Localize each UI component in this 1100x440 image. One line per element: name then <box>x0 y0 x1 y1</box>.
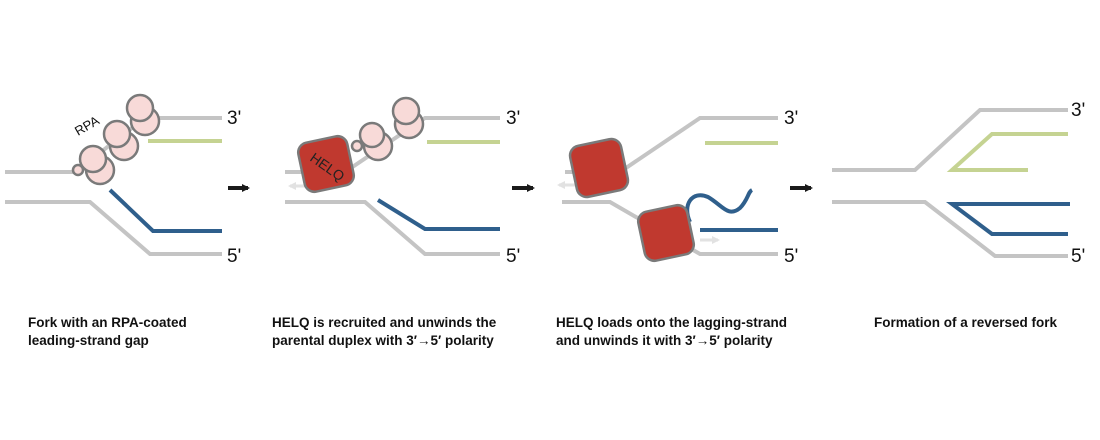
caption-panel-4: Formation of a reversed fork <box>874 314 1057 332</box>
lagging-strand <box>108 188 222 233</box>
rpa-cluster <box>350 96 425 162</box>
caption-line: leading-strand gap <box>28 333 149 348</box>
five-prime-label: 5' <box>506 246 520 267</box>
leading-strand <box>946 132 1068 172</box>
parental-strand-bottom <box>285 200 500 256</box>
helq-helicase <box>568 137 630 199</box>
caption-line: Fork with an RPA-coated <box>28 315 187 330</box>
caption-panel-3: HELQ loads onto the lagging-strand and u… <box>556 314 787 350</box>
caption-panel-1: Fork with an RPA-coated leading-strand g… <box>28 314 187 350</box>
helq-helicase <box>636 203 696 263</box>
three-prime-label: 3' <box>784 108 798 129</box>
panel-2: HELQ 3' 5' <box>285 96 520 267</box>
caption-line: Formation of a reversed fork <box>874 315 1058 330</box>
caption-line: parental duplex with 3′→5′ polarity <box>272 333 494 348</box>
panel-4: 3' 5' <box>832 100 1085 267</box>
panel-3: 3' 5' <box>557 108 798 267</box>
three-prime-label: 3' <box>506 108 520 129</box>
caption-panel-2: HELQ is recruited and unwinds the parent… <box>272 314 496 350</box>
unwound-lagging-strand <box>685 188 754 223</box>
panel-1: RPA 3' 5' <box>5 93 241 267</box>
five-prime-label: 5' <box>227 246 241 267</box>
helq-helicase <box>296 134 356 194</box>
rpa-label: RPA <box>72 113 102 139</box>
caption-line: HELQ loads onto the lagging-strand <box>556 315 787 330</box>
parental-strand-bottom <box>832 200 1068 258</box>
parental-strand-top <box>832 108 1068 172</box>
caption-line: HELQ is recruited and unwinds the <box>272 315 497 330</box>
parental-strand-bottom <box>5 200 222 256</box>
five-prime-label: 5' <box>1071 246 1085 267</box>
three-prime-label: 3' <box>227 108 241 129</box>
five-prime-label: 5' <box>784 246 798 267</box>
lagging-strand <box>946 202 1070 236</box>
caption-line: and unwinds it with 3′→5′ polarity <box>556 333 773 348</box>
lagging-strand <box>376 198 500 231</box>
rpa-cluster <box>71 93 161 186</box>
three-prime-label: 3' <box>1071 100 1085 121</box>
